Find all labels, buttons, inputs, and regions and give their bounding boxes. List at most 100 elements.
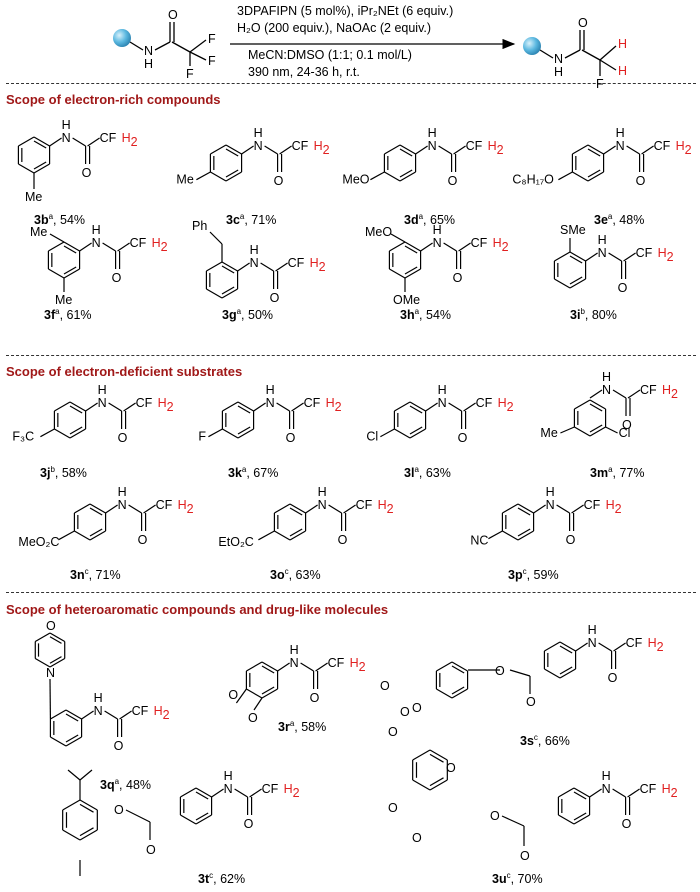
h2-sub: 2 [615, 502, 622, 516]
benzene-ring [399, 144, 416, 155]
amide-nh: H [602, 769, 611, 783]
benzene-ring [587, 144, 604, 155]
condition-line-1: 3DPAFIPN (5 mol%), iPr₂NEt (6 equiv.) [237, 4, 454, 18]
benzene-ring [573, 787, 590, 798]
aromatic-double-bond [451, 686, 465, 695]
benzene-ring [48, 268, 65, 279]
compound-id: 3e [594, 213, 608, 227]
aromatic-double-bond [429, 753, 444, 763]
cf-bond [641, 145, 654, 155]
acetonide-o: O [412, 831, 422, 845]
aromatic-double-bond [195, 812, 209, 821]
amide-n: N [318, 498, 327, 512]
compound-id: 3u [492, 872, 507, 886]
substituent-bond [370, 171, 385, 181]
carbonyl-bond [556, 504, 570, 514]
h2-label: H [493, 236, 502, 250]
carbonyl-bond [443, 242, 457, 252]
h2-label: H [676, 139, 685, 153]
cyclohexane-ring [79, 829, 98, 841]
carbonyl-bond [234, 788, 248, 798]
compound-note: a [607, 211, 613, 221]
cf-label: CF [292, 139, 309, 153]
cf-label: CF [130, 236, 147, 250]
compound-yield: , 61% [59, 308, 92, 322]
amide-n: N [588, 636, 597, 650]
h2-label: H [648, 636, 657, 650]
aromatic-double-bond [289, 528, 303, 537]
compound-note: b [580, 306, 585, 316]
amide-n: N [428, 139, 437, 153]
reactant-f2: F [208, 54, 216, 68]
compound-yield: , 54% [53, 213, 86, 227]
n-bond [420, 242, 433, 252]
cl-label: Cl [619, 426, 631, 440]
compound-label-3b: 3ba, 54% [34, 212, 86, 227]
aromatic-double-bond [429, 777, 444, 787]
reactant-f3: F [186, 67, 194, 81]
aromatic-double-bond [404, 245, 418, 254]
amide-n: N [254, 139, 263, 153]
amide-nh: H [62, 118, 71, 132]
benzene-ring [54, 401, 71, 412]
carbonyl-bond [72, 137, 86, 147]
n-bond [533, 504, 546, 514]
h2-sub: 2 [502, 240, 509, 254]
aromatic-double-bond [517, 528, 531, 537]
carbonyl-o: O [286, 431, 296, 445]
h2-sub: 2 [167, 400, 174, 414]
aromatic-double-bond [587, 148, 601, 157]
h2-label: H [326, 396, 335, 410]
substituent-bond [58, 530, 75, 541]
benzene-ring [246, 688, 263, 699]
cyclohexane-ring [436, 661, 453, 672]
benzene-ring [558, 814, 575, 825]
isopropyl-bond [67, 769, 81, 781]
n-bond [277, 662, 290, 672]
amide-nh: H [224, 769, 233, 783]
benzene-ring [409, 428, 426, 439]
benzene-ring [587, 171, 604, 182]
substituent-label: C₈H₁₇O [512, 173, 554, 187]
amide-nh: H [250, 243, 259, 257]
cf-bond [458, 242, 471, 252]
aromatic-double-bond [404, 266, 418, 275]
compound-label-3q: 3qa, 48% [100, 777, 151, 792]
ester-bond [501, 815, 525, 827]
n-bond [253, 402, 266, 412]
cf-label: CF [262, 782, 279, 796]
benzene-ring [559, 641, 576, 652]
carbonyl-bond [264, 145, 278, 155]
carbonyl-o: O [636, 174, 646, 188]
divider-3 [6, 592, 696, 593]
benzene-ring [69, 401, 86, 412]
substituent-label: EtO₂C [218, 535, 253, 549]
aromatic-double-bond [195, 791, 209, 800]
n-bond [105, 504, 118, 514]
amide-nh: H [98, 383, 107, 397]
benzene-ring [18, 163, 35, 174]
benzene-ring [289, 503, 306, 514]
benzene-ring [394, 428, 411, 439]
benzene-ring [544, 668, 561, 679]
acetonide-o: O [388, 801, 398, 815]
compound-id: 3j [40, 466, 51, 480]
cf-label: CF [132, 704, 149, 718]
aromatic-double-bond [559, 666, 573, 675]
cf-bond [275, 262, 288, 272]
benzene-ring [195, 787, 212, 798]
aromatic-double-bond [65, 713, 79, 722]
benzene-ring [210, 144, 227, 155]
compound-yield: , 71% [244, 213, 277, 227]
benzene-ring [89, 530, 106, 541]
amide-n: N [62, 131, 71, 145]
cf-label: CF [136, 396, 153, 410]
compound-yield: , 50% [241, 308, 274, 322]
compound-label-3n: 3nc, 71% [70, 567, 121, 582]
aromatic-double-bond [451, 665, 465, 674]
compound-id: 3m [590, 466, 609, 480]
benzene-ring [517, 530, 534, 541]
benzene-ring [502, 530, 519, 541]
benzene-ring [589, 399, 606, 410]
